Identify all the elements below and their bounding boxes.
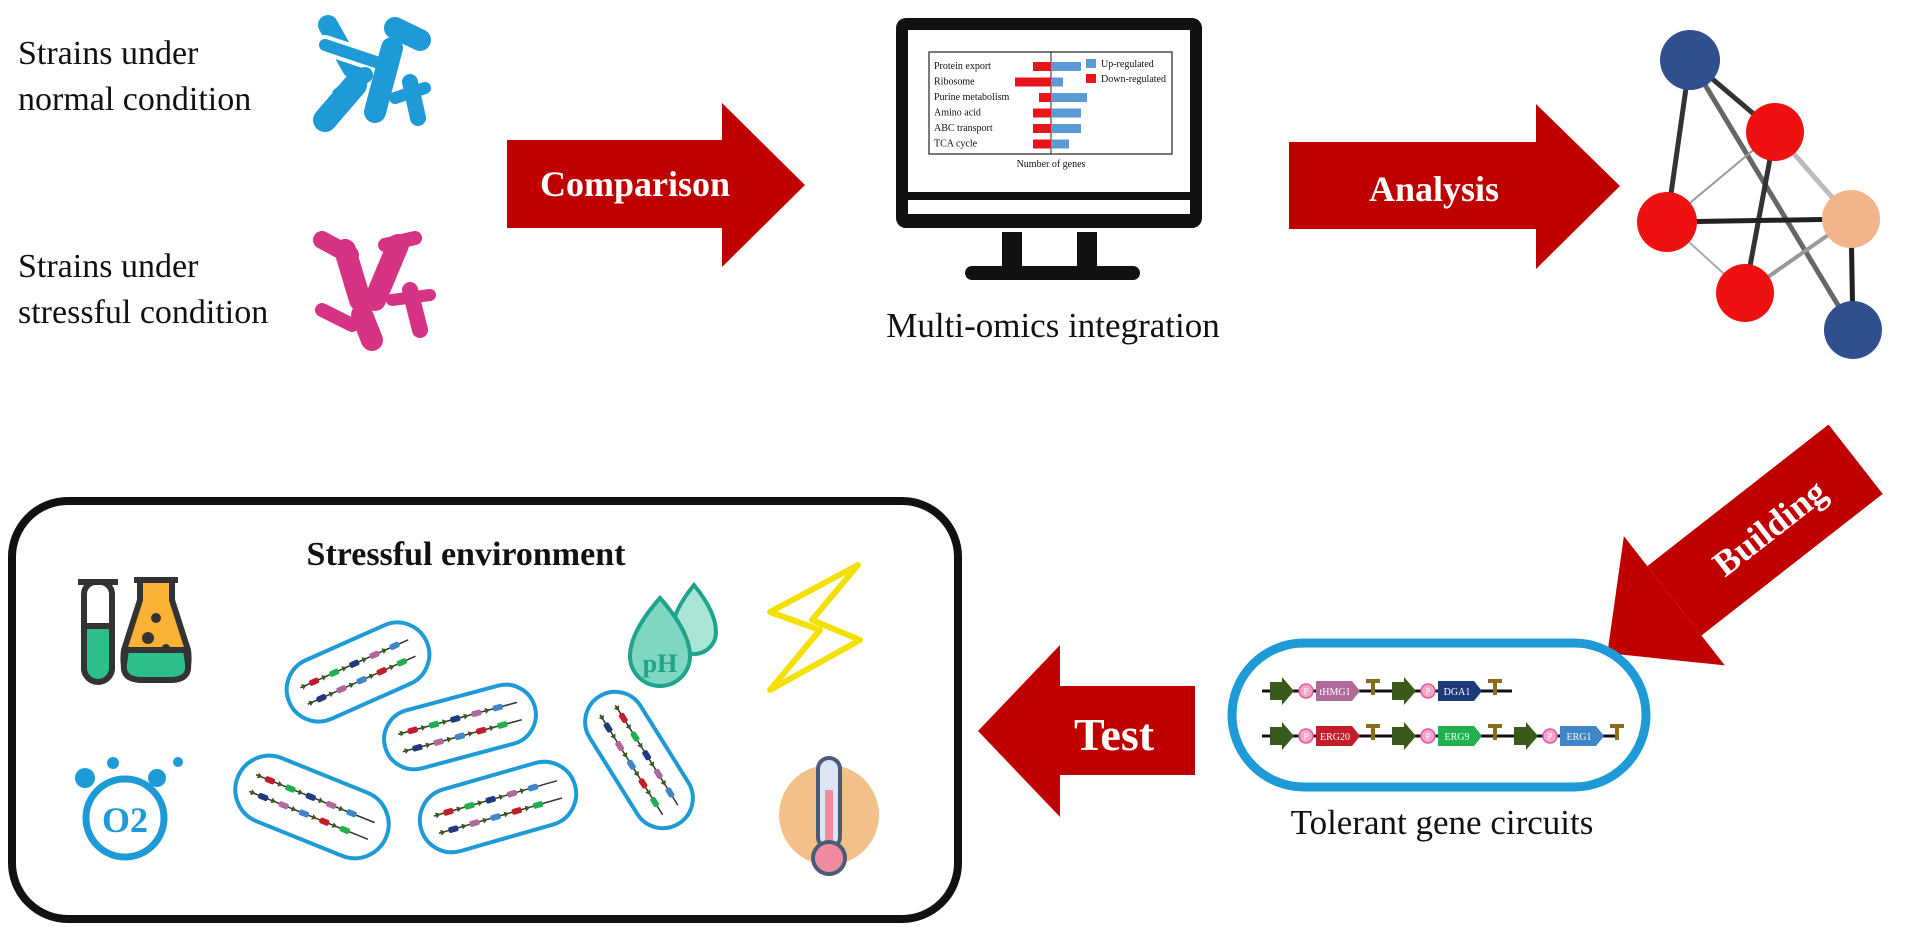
promoter-icon bbox=[1270, 677, 1294, 705]
chart-bar-up bbox=[1051, 124, 1081, 133]
promoter-icon bbox=[1514, 722, 1538, 750]
chart-bar-down bbox=[1015, 77, 1051, 87]
gene-block bbox=[1316, 681, 1360, 701]
rbs-icon bbox=[1542, 728, 1558, 744]
chart-category-label: Purine metabolism bbox=[934, 92, 1009, 103]
oxygen-icon: O2 bbox=[75, 757, 183, 861]
chart-category-label: ABC transport bbox=[934, 123, 993, 134]
plasmid-cell bbox=[417, 759, 579, 855]
chart-bar-down bbox=[1033, 139, 1051, 149]
network-graph bbox=[1637, 30, 1882, 359]
chart-category-label: Amino acid bbox=[934, 108, 981, 119]
rbs-icon bbox=[1420, 728, 1436, 744]
network-edge bbox=[1687, 57, 1856, 333]
multi-omics-caption: Multi-omics integration bbox=[886, 306, 1219, 345]
chart-category-label: TCA cycle bbox=[934, 139, 978, 150]
stress-strains-label-line1: Strains under bbox=[18, 248, 199, 285]
network-edge bbox=[1664, 216, 1854, 225]
promoter-icon bbox=[1392, 722, 1416, 750]
network-node-red bbox=[1716, 264, 1774, 322]
legend-down-label: Down-regulated bbox=[1101, 74, 1166, 85]
rbs-icon bbox=[1420, 683, 1436, 699]
thermometer-icon bbox=[779, 756, 879, 876]
plasmid-cell bbox=[583, 689, 695, 831]
chart-bar-down bbox=[1033, 62, 1051, 71]
ph-label: pH bbox=[643, 649, 678, 678]
bacteria-normal-icon bbox=[313, 15, 431, 132]
chart-category-label: Ribosome bbox=[934, 77, 975, 88]
promoter-icon bbox=[1270, 722, 1294, 750]
bacteria-stress-icon bbox=[313, 231, 436, 351]
circuit-row-2: P ERG20 P ERG9 P ERG1 bbox=[1262, 722, 1624, 750]
chart-bar-down bbox=[1033, 108, 1051, 118]
gene-label: DGA1 bbox=[1444, 687, 1471, 698]
normal-strains-label-line1: Strains under bbox=[18, 35, 199, 72]
stress-strains-label-line2: stressful condition bbox=[18, 294, 268, 331]
ph-drop-icon: pH bbox=[627, 581, 719, 688]
gene-block bbox=[1316, 726, 1360, 746]
stressful-environment-box: Stressful environment pH bbox=[8, 497, 962, 923]
network-node-blue bbox=[1824, 301, 1882, 359]
plasmid-cell bbox=[233, 753, 391, 861]
chart-x-axis-label: Number of genes bbox=[1017, 159, 1086, 170]
chart-bar-up bbox=[1051, 62, 1081, 71]
chart-bar-down bbox=[1039, 93, 1051, 102]
rbs-letter: P bbox=[1547, 732, 1552, 742]
comparison-label: Comparison bbox=[540, 164, 730, 204]
chart-bar-up bbox=[1051, 77, 1063, 87]
gene-label: ERG20 bbox=[1320, 732, 1350, 743]
test-arrow: Test bbox=[978, 645, 1195, 817]
network-node-peach bbox=[1822, 190, 1880, 248]
chart-bar-down bbox=[1033, 124, 1051, 133]
network-node-red bbox=[1746, 103, 1804, 161]
network-node-red bbox=[1637, 192, 1697, 252]
rbs-letter: P bbox=[1425, 732, 1430, 742]
legend-up-swatch bbox=[1086, 59, 1096, 68]
rbs-icon bbox=[1298, 683, 1314, 699]
analysis-label: Analysis bbox=[1369, 169, 1499, 209]
test-label: Test bbox=[1074, 709, 1155, 760]
gene-label: ERG1 bbox=[1567, 732, 1592, 743]
terminator-icon bbox=[1488, 724, 1502, 740]
gene-block bbox=[1560, 726, 1604, 746]
chart-bar-up bbox=[1051, 93, 1087, 102]
rbs-letter: P bbox=[1303, 687, 1308, 697]
test-tube-flask-icon bbox=[78, 577, 192, 685]
promoter-icon bbox=[1392, 677, 1416, 705]
plasmid-cell bbox=[382, 682, 538, 772]
network-node-blue bbox=[1660, 30, 1720, 90]
analysis-arrow: Analysis bbox=[1289, 104, 1620, 269]
gene-block bbox=[1438, 726, 1482, 746]
chart-category-label: Protein export bbox=[934, 61, 991, 72]
environment-title: Stressful environment bbox=[307, 536, 627, 573]
legend-up-label: Up-regulated bbox=[1101, 59, 1154, 70]
plasmid-cell bbox=[284, 620, 432, 724]
comparison-arrow: Comparison bbox=[507, 103, 805, 267]
terminator-icon bbox=[1366, 724, 1380, 740]
tolerant-gene-circuits-caption: Tolerant gene circuits bbox=[1291, 803, 1594, 842]
lightning-icon bbox=[767, 562, 863, 693]
terminator-icon bbox=[1488, 679, 1502, 695]
o2-label: O2 bbox=[102, 800, 148, 840]
terminator-icon bbox=[1366, 679, 1380, 695]
gene-block bbox=[1438, 681, 1482, 701]
gene-label: tHMG1 bbox=[1319, 687, 1350, 698]
rbs-icon bbox=[1298, 728, 1314, 744]
rbs-letter: P bbox=[1425, 687, 1430, 697]
chart-bar-up bbox=[1051, 108, 1081, 118]
chart-bar-up bbox=[1051, 139, 1069, 149]
environment-cells bbox=[233, 620, 695, 861]
gene-label: ERG9 bbox=[1445, 732, 1470, 743]
rbs-letter: P bbox=[1303, 732, 1308, 742]
normal-strains-label-line2: normal condition bbox=[18, 81, 251, 118]
cell-outline bbox=[1227, 638, 1651, 792]
terminator-icon bbox=[1610, 724, 1624, 740]
legend-down-swatch bbox=[1086, 74, 1096, 83]
